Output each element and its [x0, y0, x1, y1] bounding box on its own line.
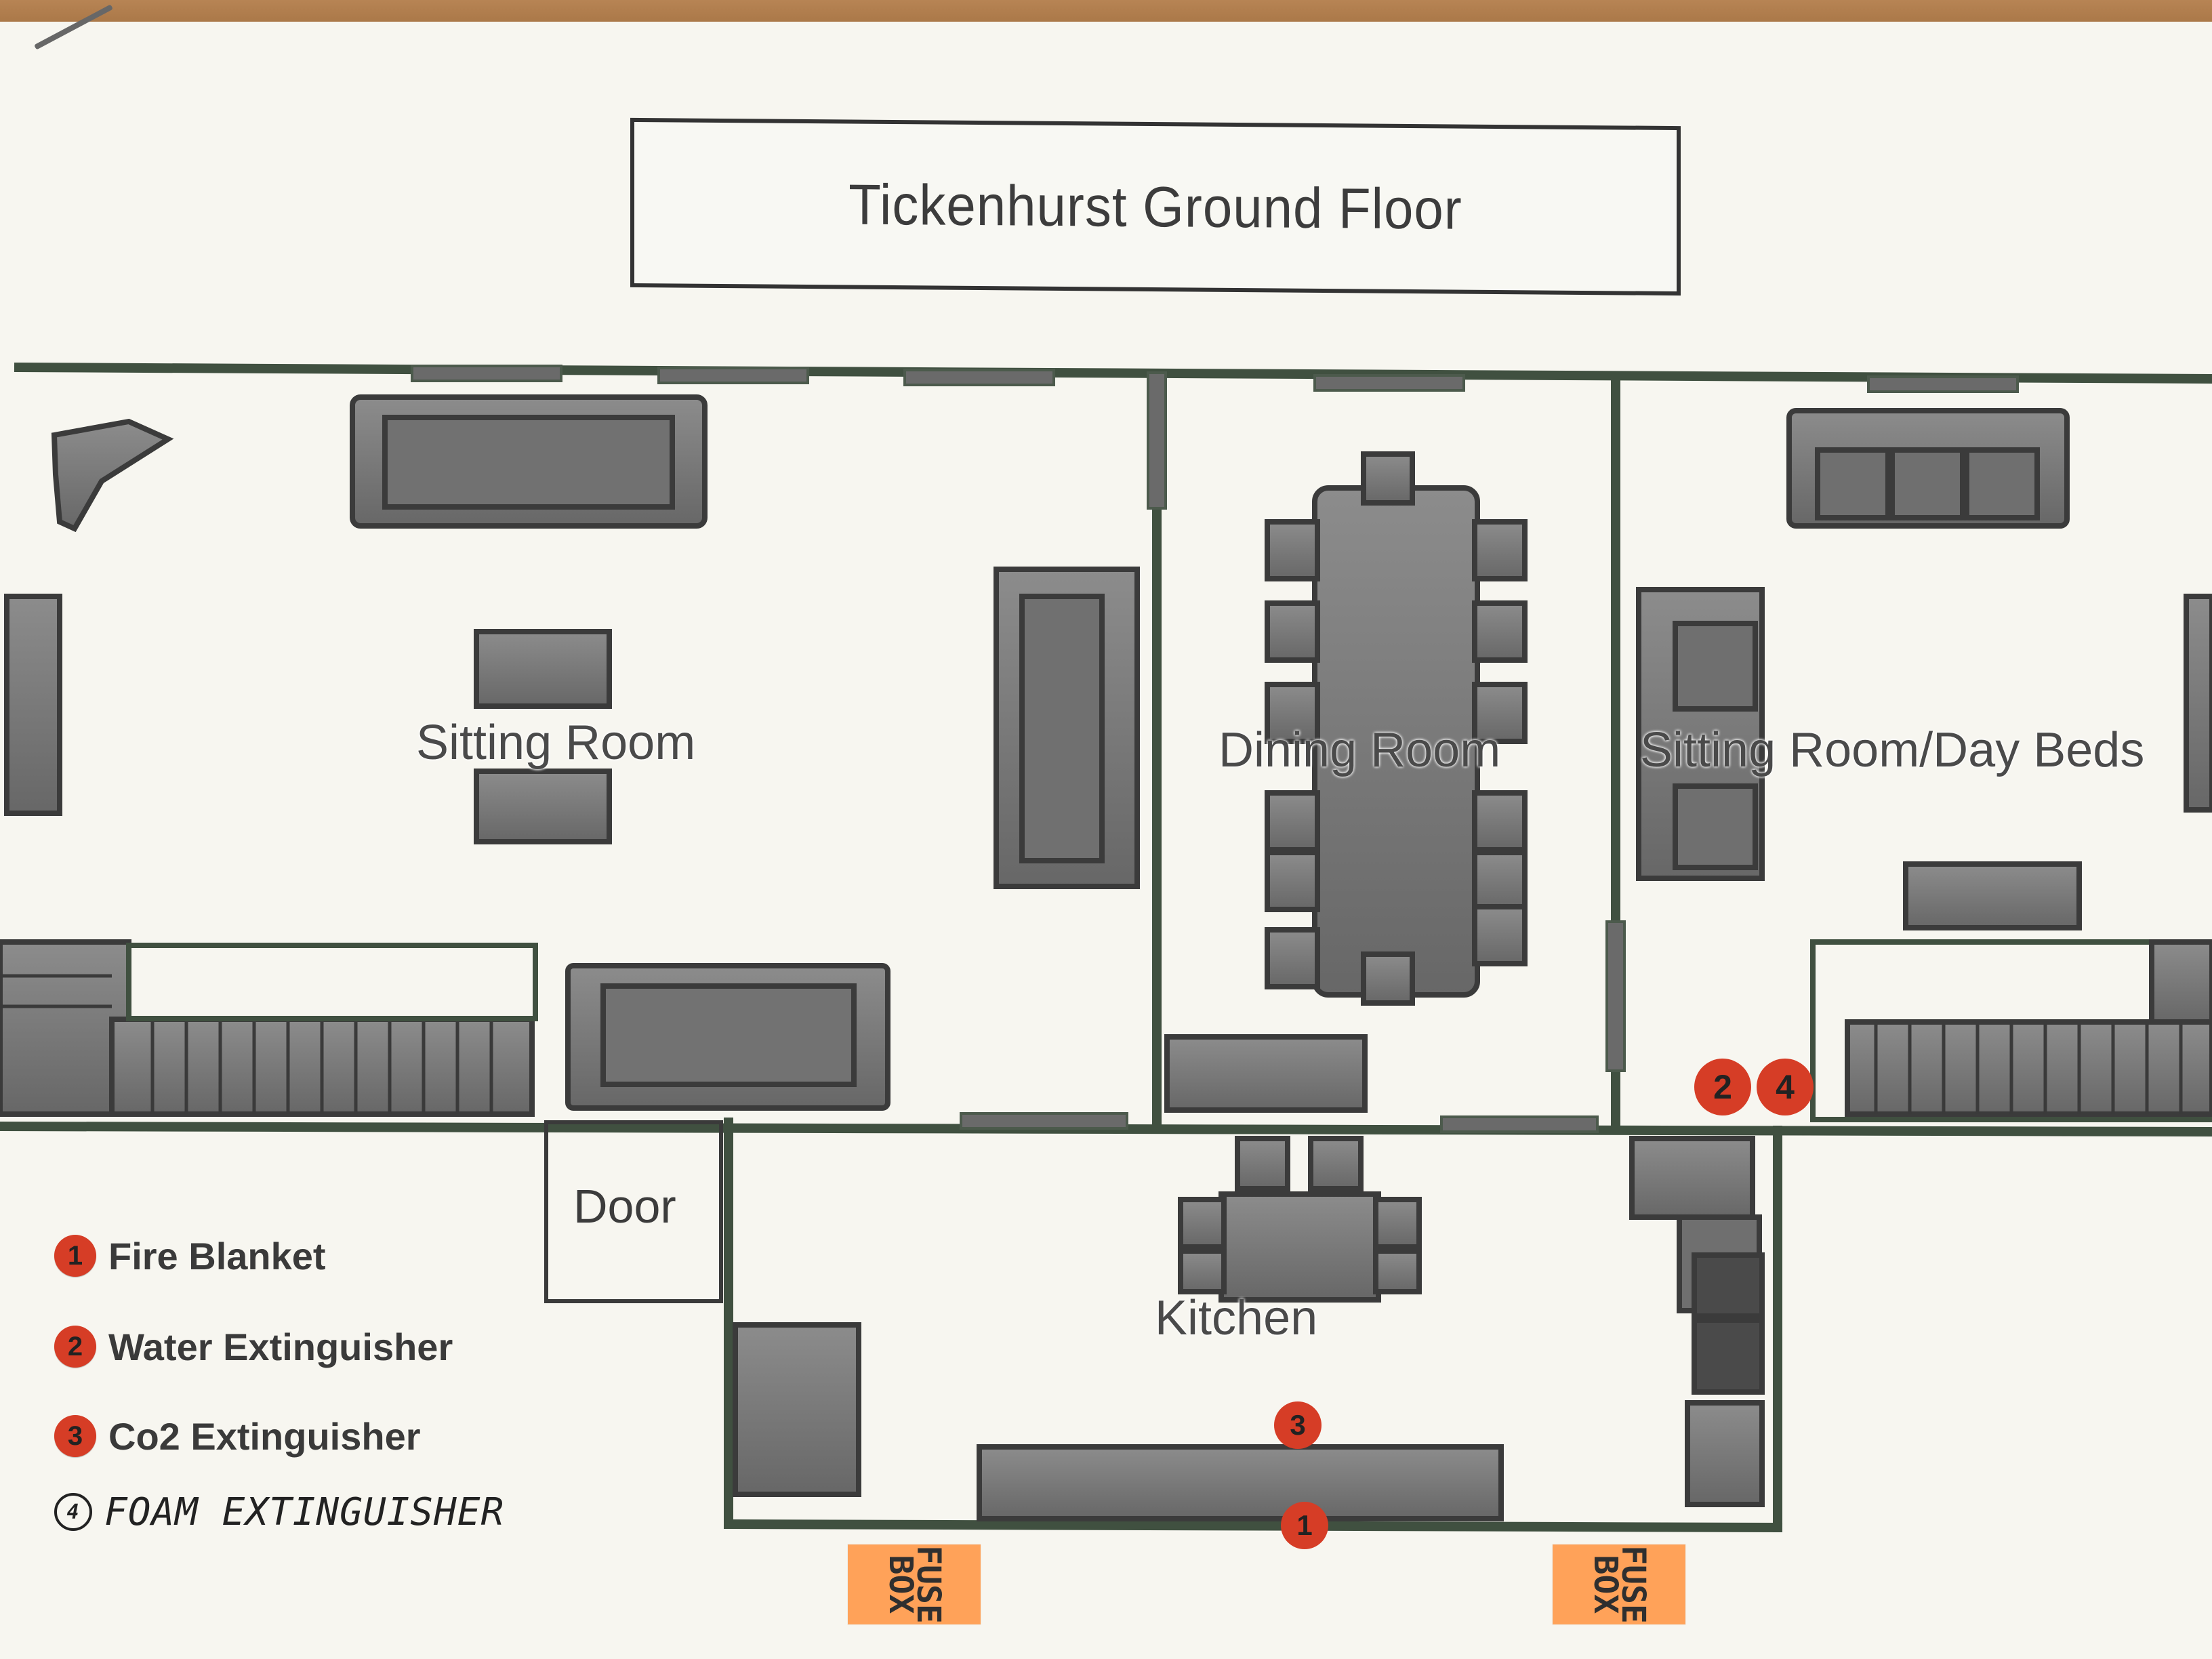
- windows: [411, 365, 2019, 1133]
- door-label: Door: [573, 1180, 676, 1233]
- legend-label-foam-extinguisher: FOAM EXTINGUISHER: [104, 1490, 505, 1534]
- legend-item-co2-extinguisher: 3 Co2 Extinguisher: [54, 1406, 421, 1467]
- room-label-kitchen: Kitchen: [1155, 1291, 1318, 1345]
- legend-item-fire-blanket: 1 Fire Blanket: [54, 1225, 326, 1286]
- fuse-box-tag-left: FUSE BOX: [848, 1544, 981, 1624]
- legend-item-water-extinguisher: 2 Water Extinguisher: [54, 1316, 453, 1377]
- legend-item-foam-extinguisher: 4 FOAM EXTINGUISHER: [54, 1481, 504, 1542]
- fuse-box-tag-right: FUSE BOX: [1553, 1544, 1685, 1624]
- map-marker-2: 2: [1694, 1059, 1751, 1115]
- legend-marker-2: 2: [54, 1326, 96, 1368]
- room-label-dining-room: Dining Room: [1218, 723, 1501, 777]
- room-label-sitting-room-day-beds: Sitting Room/Day Beds: [1640, 723, 2145, 777]
- legend-marker-4: 4: [54, 1493, 92, 1531]
- map-marker-3: 3: [1274, 1401, 1322, 1449]
- room-label-sitting-room: Sitting Room: [416, 716, 696, 770]
- door-box: [544, 1120, 723, 1303]
- kitchen-furniture: [733, 1136, 1765, 1521]
- right-stairs: [1874, 1025, 2183, 1114]
- legend-marker-1: 1: [54, 1235, 96, 1277]
- left-stairs: [0, 974, 493, 1114]
- map-marker-1: 1: [1281, 1502, 1328, 1549]
- legend-label-co2-extinguisher: Co2 Extinguisher: [108, 1414, 421, 1458]
- legend-label-fire-blanket: Fire Blanket: [108, 1234, 326, 1277]
- legend-label-water-extinguisher: Water Extinguisher: [108, 1325, 453, 1368]
- map-marker-4: 4: [1757, 1059, 1814, 1115]
- dining-furniture: [1164, 451, 1528, 1113]
- legend-marker-3: 3: [54, 1415, 96, 1457]
